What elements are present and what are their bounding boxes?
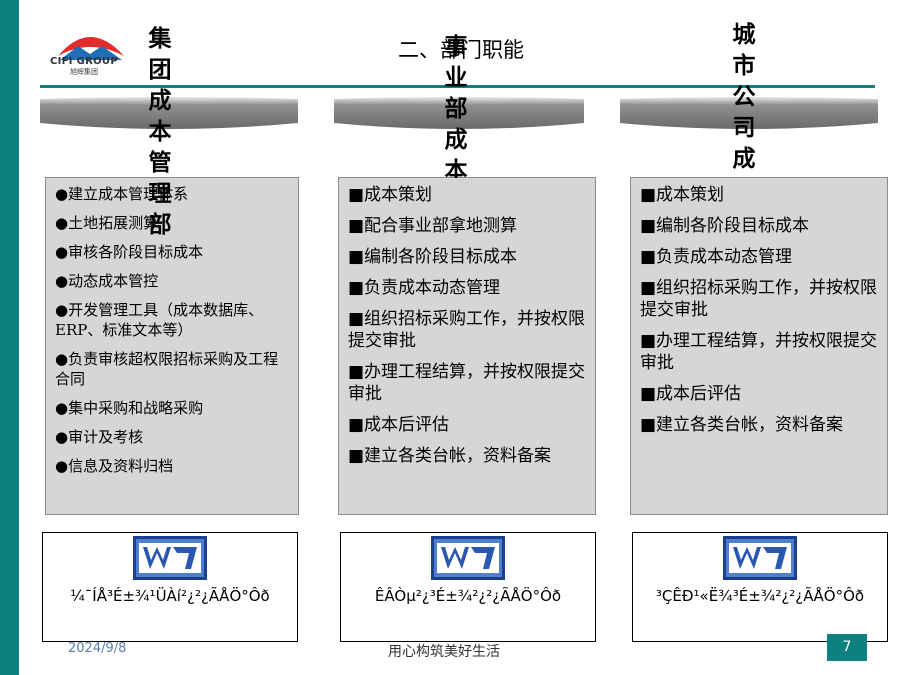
logo-company-cn: 旭辉集团 bbox=[70, 68, 98, 76]
duty-item: ■编制各阶段目标成本 bbox=[348, 247, 518, 267]
city-cost-label: 城市公司成本 bbox=[732, 22, 756, 170]
duty-item: ■成本后评估 bbox=[348, 415, 450, 435]
duty-item: ●审核各阶段目标成本 bbox=[55, 243, 204, 261]
duty-item: ■办理工程结算，并按权限提交审批 bbox=[348, 362, 586, 404]
word-document-icon[interactable] bbox=[133, 536, 207, 580]
city-doc-attachment[interactable]: ³ÇÊÐ¹«Ë¾³É±¾²¿²¿ÃÅÖ°Ôð bbox=[632, 532, 888, 642]
duty-item: ●动态成本管控 bbox=[55, 272, 159, 290]
duty-item: ■成本策划 bbox=[348, 185, 433, 205]
duty-item: ■组织招标采购工作，并按权限提交审批 bbox=[640, 278, 878, 320]
word-document-icon[interactable] bbox=[723, 536, 797, 580]
slide-title: 二、部门职能 bbox=[398, 38, 524, 62]
duty-item: ●负责审核超权限招标采购及工程合同 bbox=[55, 350, 279, 388]
cifi-logo-icon bbox=[58, 37, 124, 60]
arrow-banner-city bbox=[620, 97, 878, 129]
duty-item: ■建立各类台帐，资料备案 bbox=[348, 446, 552, 466]
duty-item: ■编制各阶段目标成本 bbox=[640, 216, 810, 236]
duty-item: ■负责成本动态管理 bbox=[348, 278, 501, 298]
group-doc-attachment[interactable]: ¼¯ÍÅ³É±¾¹ÜÀí²¿²¿ÃÅÖ°Ôð bbox=[42, 532, 298, 642]
logo-company-en: CIFI GROUP bbox=[50, 56, 118, 67]
city-duties-panel: ■成本策划 ■编制各阶段目标成本 ■负责成本动态管理 ■组织招标采购工作，并按权… bbox=[630, 177, 888, 515]
duty-item: ■建立各类台帐，资料备案 bbox=[640, 415, 844, 435]
page-number: 7 bbox=[827, 634, 867, 661]
business-duties-panel: ■成本策划 ■配合事业部拿地测算 ■编制各阶段目标成本 ■负责成本动态管理 ■组… bbox=[338, 177, 596, 515]
duty-item: ●建立成本管理体系 bbox=[55, 185, 189, 203]
duty-item: ■办理工程结算，并按权限提交审批 bbox=[640, 331, 878, 373]
group-duties-panel: ●建立成本管理体系 ●土地拓展测算 ●审核各阶段目标成本 ●动态成本管控 ●开发… bbox=[45, 177, 299, 515]
group-cost-dept-label: 集团成本管理部 bbox=[148, 26, 172, 238]
business-doc-attachment[interactable]: ÊÂÒµ²¿³É±¾²¿²¿ÃÅÖ°Ôð bbox=[340, 532, 596, 642]
duty-item: ■负责成本动态管理 bbox=[640, 247, 793, 267]
doc-label: ÊÂÒµ²¿³É±¾²¿²¿ÃÅÖ°Ôð bbox=[374, 587, 562, 605]
duty-item: ■组织招标采购工作，并按权限提交审批 bbox=[348, 309, 586, 351]
duty-item: ■成本策划 bbox=[640, 185, 725, 205]
duty-item: ●开发管理工具（成本数据库、ERP、标准文本等） bbox=[55, 301, 264, 339]
duty-item: ■成本后评估 bbox=[640, 384, 742, 404]
header-divider bbox=[40, 85, 875, 88]
footer-date: 2024/9/8 bbox=[68, 641, 127, 656]
doc-label: ³ÇÊÐ¹«Ë¾³É±¾²¿²¿ÃÅÖ°Ôð bbox=[655, 587, 865, 605]
duty-item: ●审计及考核 bbox=[55, 428, 144, 446]
duty-item: ●土地拓展测算 bbox=[55, 214, 159, 232]
arrow-banner-business bbox=[334, 97, 584, 129]
doc-label: ¼¯ÍÅ³É±¾¹ÜÀí²¿²¿ÃÅÖ°Ôð bbox=[70, 587, 270, 605]
word-document-icon[interactable] bbox=[431, 536, 505, 580]
business-cost-label: 事业部成本 bbox=[444, 34, 468, 178]
arrow-banner-group bbox=[40, 97, 298, 129]
duty-item: ●集中采购和战略采购 bbox=[55, 399, 204, 417]
duty-item: ■配合事业部拿地测算 bbox=[348, 216, 518, 236]
footer-slogan: 用心构筑美好生活 bbox=[388, 644, 500, 660]
duty-item: ●信息及资料归档 bbox=[55, 457, 174, 475]
left-accent-bar bbox=[0, 0, 19, 675]
